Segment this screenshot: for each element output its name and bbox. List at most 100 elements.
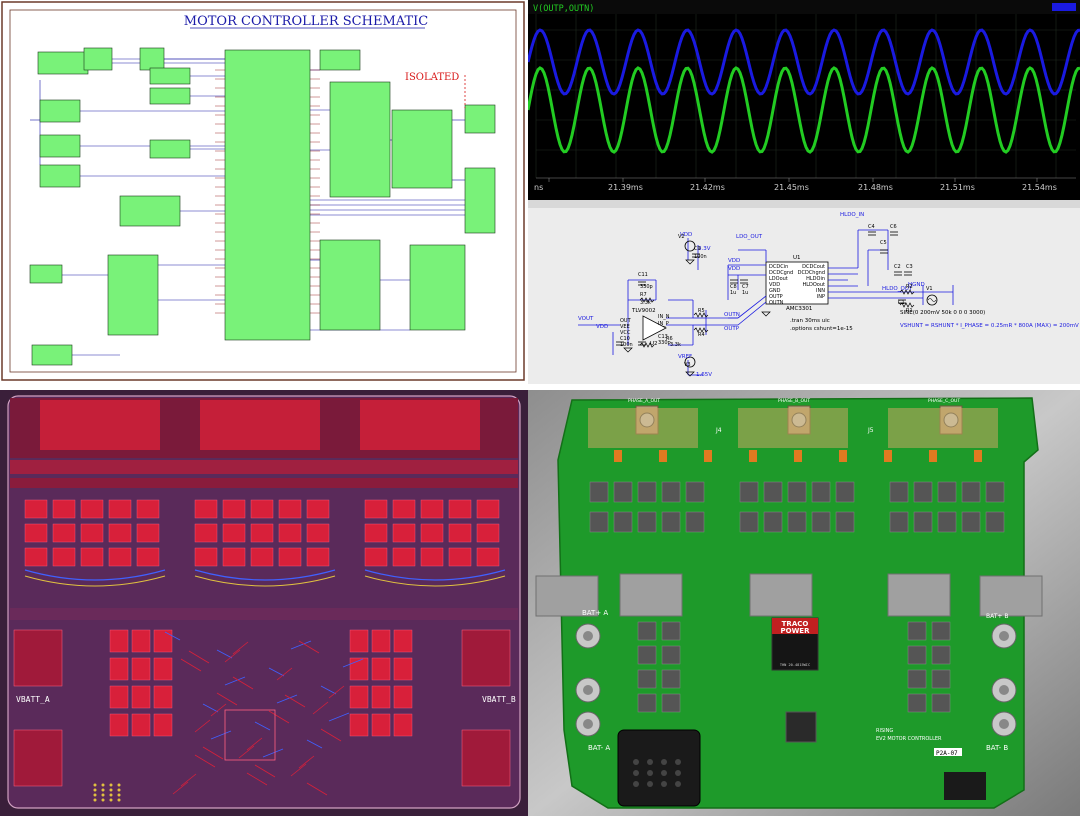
- connector-pin: [647, 759, 653, 765]
- schematic-block: [224, 49, 311, 341]
- time-tick-label: 21.51ms: [940, 183, 975, 192]
- signal-trace: [216, 692, 238, 706]
- mosfet-pad: [393, 629, 413, 653]
- signal-trace: [254, 721, 271, 731]
- phase-c-label: PHASE_C_OUT: [928, 398, 960, 404]
- spice-labels: DCDCinDCDCgndLDOoutVDDGNDOUTPOUTNDCDCout…: [578, 212, 1079, 378]
- mosfet: [835, 511, 855, 533]
- connector-pin: [661, 781, 667, 787]
- sim-directive-options: .options cshunt=1e-15: [790, 326, 853, 332]
- terminal-bolt: [583, 719, 593, 729]
- mosfet-pad: [306, 523, 330, 543]
- spice-label: VCC: [620, 330, 631, 336]
- signal-trace: [188, 650, 210, 664]
- mosfet-pad: [364, 547, 388, 567]
- main-connector: [617, 729, 701, 807]
- schematic-block: [464, 104, 496, 134]
- mosfet: [763, 481, 783, 503]
- battery-pad: [461, 729, 511, 787]
- mosfet-pad: [448, 499, 472, 519]
- pcb-copper: [10, 398, 518, 802]
- mosfet-pad: [109, 713, 129, 737]
- copper-pour: [588, 408, 698, 448]
- connector-pin: [93, 793, 97, 797]
- mosfet: [685, 481, 705, 503]
- mosfet-pad: [448, 547, 472, 567]
- capacitor: [839, 450, 847, 462]
- terminal-bolt: [999, 685, 1009, 695]
- spice-label: C1: [898, 300, 905, 306]
- mosfet: [913, 511, 933, 533]
- mosfet-pad: [306, 547, 330, 567]
- mosfet: [907, 693, 927, 713]
- spice-wires: [578, 229, 954, 377]
- pcb-layout-panel: VBATT_A VBATT_B: [0, 390, 528, 816]
- res-r6: [639, 342, 655, 348]
- mosfet: [661, 669, 681, 689]
- mosfet-pad: [420, 499, 444, 519]
- connector-pin: [101, 783, 105, 787]
- connector-pin: [117, 798, 121, 802]
- signal-trace: [276, 667, 293, 681]
- trace-blue: [528, 28, 1080, 96]
- mosfet-pad: [371, 713, 391, 737]
- battery-pad: [461, 629, 511, 687]
- board-components: [535, 405, 1043, 807]
- mosfet: [685, 511, 705, 533]
- mosfet-pad: [52, 547, 76, 567]
- mosfet-pad: [109, 629, 129, 653]
- net-1v65: 1.65V: [696, 372, 712, 378]
- spice-label: C6: [890, 224, 897, 230]
- signal-trace: [328, 685, 345, 699]
- terminal-bolt: [999, 719, 1009, 729]
- schematic-block: [83, 47, 113, 71]
- gate-trace: [364, 569, 506, 581]
- mosfet-pad: [278, 523, 302, 543]
- mosfet-pad: [24, 547, 48, 567]
- mosfet: [637, 669, 657, 689]
- bat-minus-a-label: BAT- A: [588, 744, 610, 752]
- net-outp: OUTP: [724, 326, 740, 332]
- signal-trace: [210, 703, 227, 717]
- mosfet: [811, 481, 831, 503]
- mosfet: [739, 511, 759, 533]
- rev-label: P2A-07: [936, 750, 958, 757]
- connector-pin: [109, 798, 113, 802]
- res-r1: [899, 302, 915, 308]
- mosfet-pad: [131, 713, 151, 737]
- net-3v3: 3.3V: [698, 246, 711, 252]
- mosfet-pad: [448, 523, 472, 543]
- signal-trace: [290, 763, 307, 777]
- net-vdd: VDD: [680, 232, 692, 238]
- mosfet: [637, 481, 657, 503]
- schematic-block: [39, 164, 81, 188]
- mosfet: [661, 645, 681, 665]
- spice-label: V3: [684, 362, 691, 368]
- mosfet-pad: [109, 685, 129, 709]
- mosfet-pad: [250, 547, 274, 567]
- u1-pin: OUTP: [769, 294, 783, 300]
- signal-trace: [172, 781, 189, 795]
- mosfet-pad: [371, 629, 391, 653]
- signal-trace: [202, 746, 224, 760]
- connector-pin: [675, 759, 681, 765]
- mosfet-pad: [392, 547, 416, 567]
- signal-trace: [306, 782, 328, 796]
- mosfet: [889, 481, 909, 503]
- u2-label: U2: [650, 341, 658, 347]
- gate-trace: [194, 569, 336, 581]
- mosfet-pad: [108, 523, 132, 543]
- signal-trace: [268, 667, 285, 677]
- mosfet-pad: [153, 685, 173, 709]
- spice-label: C7: [742, 284, 749, 290]
- mosfet-pad: [194, 499, 218, 519]
- mosfet-pad: [349, 657, 369, 681]
- dc-dc-module: TRACO POWER THN 20-4815WIC: [771, 617, 819, 671]
- mosfet: [889, 511, 909, 533]
- mosfet-pad: [371, 657, 391, 681]
- j5-label: J5: [867, 427, 874, 434]
- mosfet-pad: [349, 685, 369, 709]
- schematic-panel: MOTOR CONTROLLER SCHEMATIC ISOLATED: [0, 0, 528, 384]
- mosfet: [961, 511, 981, 533]
